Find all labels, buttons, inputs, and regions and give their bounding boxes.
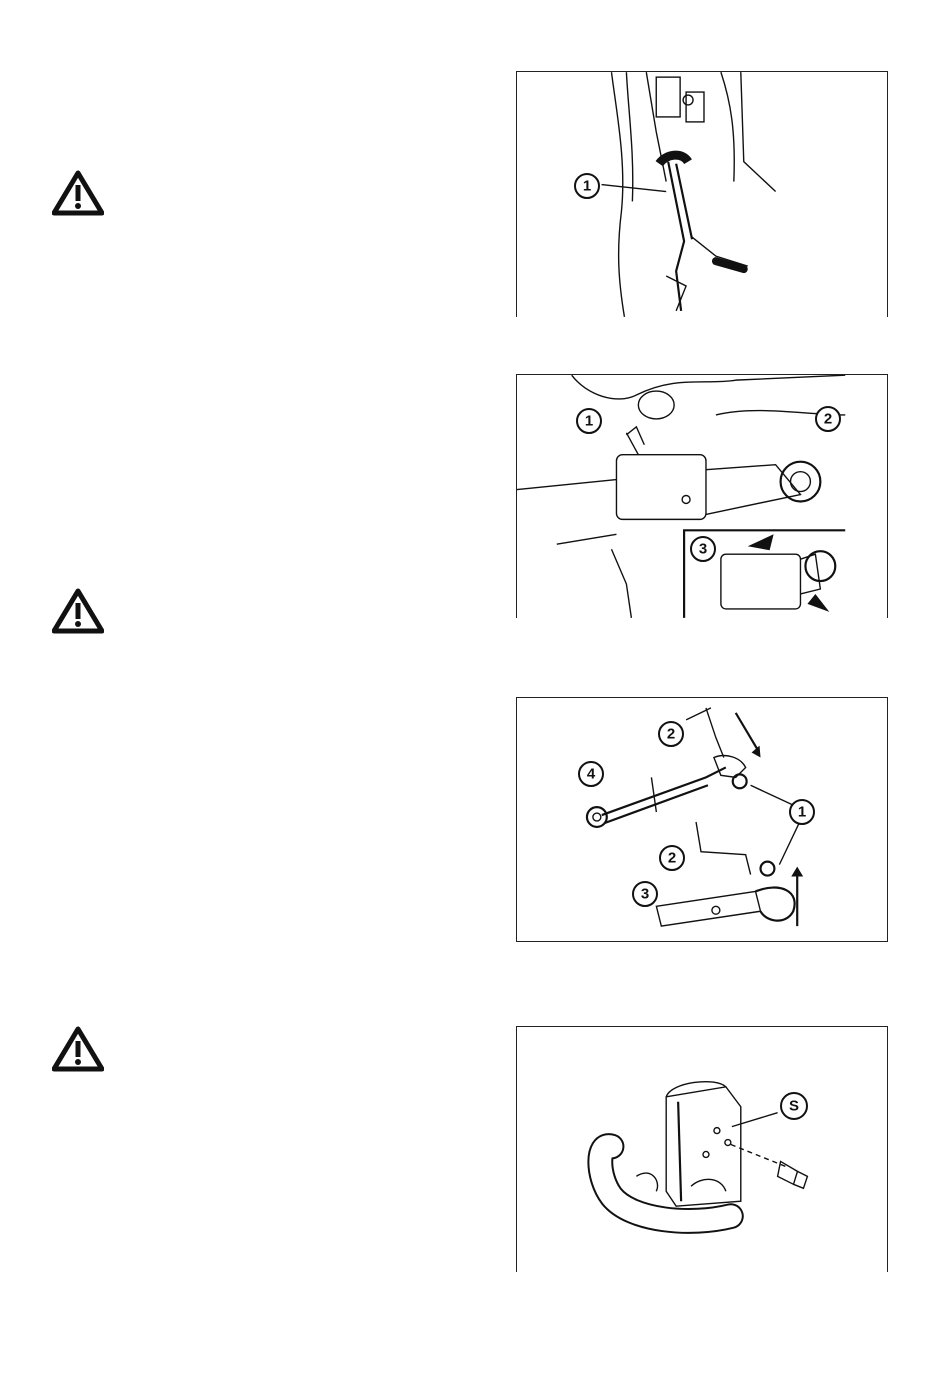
figure-lift-rod-adjust: 1 bbox=[516, 71, 888, 317]
svg-text:2: 2 bbox=[667, 726, 675, 743]
warning-triangle-icon bbox=[52, 170, 104, 216]
figure-hook-bolt: S bbox=[516, 1026, 888, 1272]
callout-s: S bbox=[779, 1091, 809, 1121]
svg-text:1: 1 bbox=[585, 413, 593, 430]
hook-balls-illustration bbox=[517, 698, 887, 941]
callout-2: 2 bbox=[657, 720, 685, 748]
figure-hook-balls: 2 4 1 2 3 bbox=[516, 697, 888, 942]
callout-3: 3 bbox=[689, 535, 717, 563]
callout-1: 1 bbox=[788, 798, 816, 826]
svg-text:3: 3 bbox=[641, 886, 649, 903]
svg-text:1: 1 bbox=[798, 804, 806, 821]
svg-text:1: 1 bbox=[583, 178, 591, 195]
callout-2: 2 bbox=[658, 844, 686, 872]
svg-text:4: 4 bbox=[587, 766, 596, 783]
figure-lower-link-adjust: 1 2 3 bbox=[516, 374, 888, 618]
svg-text:S: S bbox=[789, 1098, 799, 1115]
svg-text:2: 2 bbox=[824, 411, 832, 428]
svg-text:3: 3 bbox=[699, 541, 707, 558]
hook-bolt-illustration bbox=[517, 1027, 887, 1272]
svg-text:2: 2 bbox=[668, 850, 676, 867]
callout-2: 2 bbox=[814, 405, 842, 433]
callout-1: 1 bbox=[575, 407, 603, 435]
callout-3: 3 bbox=[631, 880, 659, 908]
warning-triangle-icon bbox=[52, 1026, 104, 1072]
callout-1: 1 bbox=[573, 172, 601, 200]
callout-4: 4 bbox=[577, 760, 605, 788]
warning-triangle-icon bbox=[52, 588, 104, 634]
